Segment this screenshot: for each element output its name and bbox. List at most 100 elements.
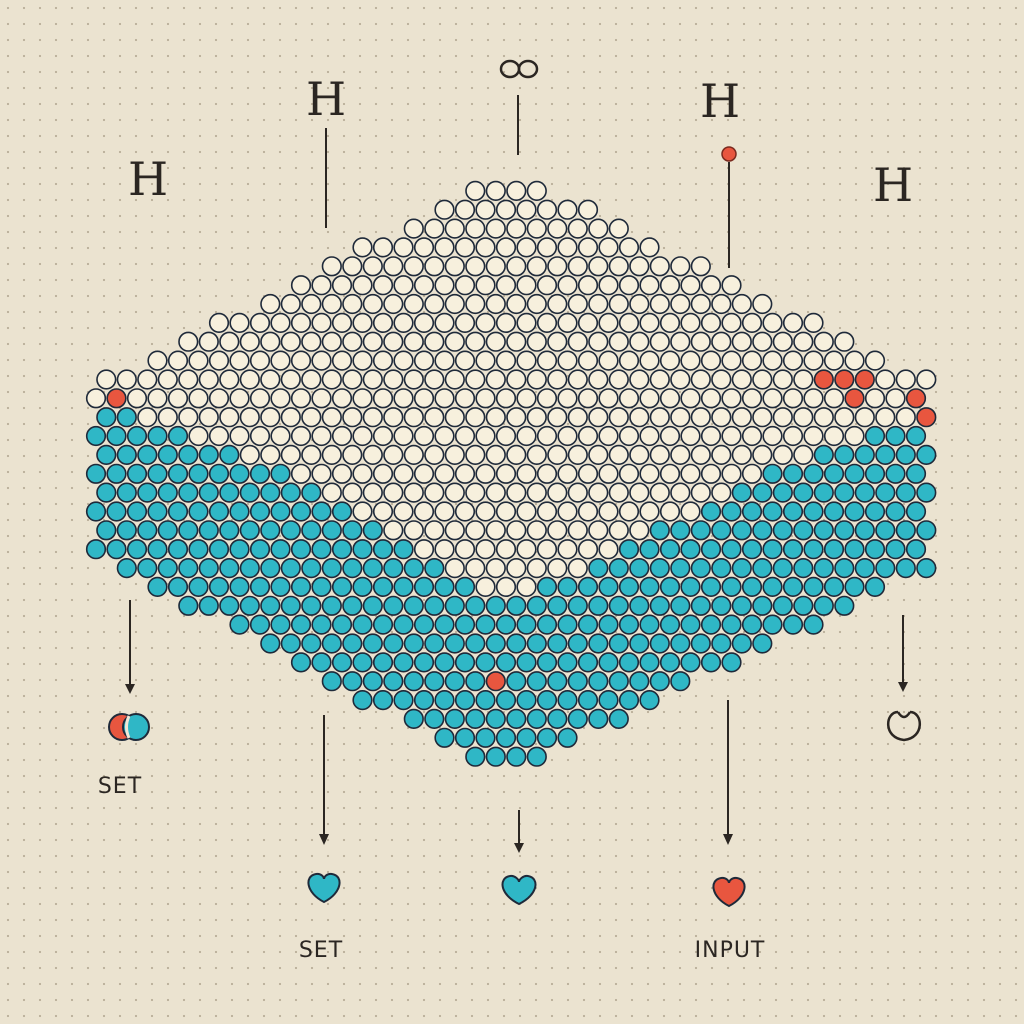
lattice-bead <box>721 501 742 522</box>
lattice-bead <box>137 444 158 466</box>
lattice-bead <box>219 369 240 390</box>
lattice-bead <box>454 689 476 711</box>
lattice-bead <box>670 557 691 579</box>
lattice-bead <box>342 671 363 692</box>
lattice-bead <box>731 633 752 654</box>
lattice-bead <box>649 520 670 541</box>
lattice-bead <box>188 350 209 371</box>
lattice-bead <box>372 576 394 598</box>
lattice-bead <box>311 312 332 334</box>
lattice-bead <box>547 444 568 466</box>
lattice-bead <box>352 539 373 560</box>
lattice-bead <box>239 369 260 390</box>
lattice-bead <box>403 482 424 503</box>
lattice-bead <box>618 576 640 598</box>
lattice-bead <box>567 444 588 466</box>
lattice-bead <box>526 671 547 692</box>
lattice-bead <box>577 425 599 447</box>
lattice-bead <box>588 218 609 239</box>
lattice-bead <box>772 557 793 579</box>
lattice-bead <box>424 671 445 692</box>
lattice-bead <box>454 425 476 447</box>
lattice-bead <box>485 746 506 767</box>
h-glyph-3: H <box>699 74 741 128</box>
lattice-bead <box>752 595 773 616</box>
lattice-bead <box>752 444 773 466</box>
lattice-bead <box>803 576 824 598</box>
lattice-bead <box>813 444 834 466</box>
lattice-bead <box>393 312 414 334</box>
lattice-bead <box>844 388 865 409</box>
lattice-bead <box>280 369 301 390</box>
lattice-bead <box>782 501 804 522</box>
lattice-bead <box>454 388 476 409</box>
lattice-bead <box>85 425 107 447</box>
lattice-bead <box>905 388 927 409</box>
lattice-bead <box>823 463 845 484</box>
lattice-bead <box>413 312 435 334</box>
lattice-bead <box>670 595 691 616</box>
lattice-bead <box>106 501 127 522</box>
lattice-bead <box>557 727 578 748</box>
lattice-bead <box>608 218 629 239</box>
lattice-bead <box>393 463 414 484</box>
lattice-bead <box>342 369 363 390</box>
lattice-bead <box>413 425 435 447</box>
lattice-bead <box>362 331 383 352</box>
lattice-bead <box>598 689 619 711</box>
lattice-bead <box>85 388 107 409</box>
arrowhead-center <box>514 843 524 853</box>
lattice-bead <box>403 444 424 466</box>
lattice-bead <box>577 275 599 296</box>
lattice-bead <box>844 501 865 522</box>
lattice-bead <box>598 425 619 447</box>
lattice-bead <box>649 557 670 579</box>
lattice-bead <box>823 539 845 560</box>
lattice-bead <box>126 388 148 409</box>
lattice-bead <box>475 501 496 522</box>
lattice-bead <box>659 576 681 598</box>
lattice-bead <box>280 520 301 541</box>
lattice-bead <box>495 275 517 296</box>
lattice-bead <box>731 595 752 616</box>
lattice-bead <box>608 407 629 428</box>
lattice-bead <box>208 576 230 598</box>
lattice-bead <box>290 614 312 635</box>
lattice-bead <box>608 256 629 277</box>
lattice-bead <box>782 576 804 598</box>
lattice-bead <box>424 293 445 315</box>
lattice-bead <box>782 463 804 484</box>
lattice-bead <box>741 501 763 522</box>
lattice-bead <box>680 312 701 334</box>
lattice-bead <box>290 539 312 560</box>
lattice-bead <box>475 425 496 447</box>
lattice-bead <box>526 708 547 730</box>
lattice-bead <box>434 614 455 635</box>
lattice-bead <box>331 388 353 409</box>
teal-heart-node-icon <box>307 872 341 904</box>
lattice-bead <box>352 652 373 673</box>
lattice-bead <box>270 614 291 635</box>
lattice-bead <box>536 425 558 447</box>
lattice-bead <box>403 708 424 730</box>
lattice-bead <box>588 256 609 277</box>
bead-lattice <box>85 180 937 767</box>
lattice-bead <box>495 199 517 220</box>
lattice-bead <box>813 482 834 503</box>
lattice-bead <box>362 444 383 466</box>
lattice-bead <box>752 331 773 352</box>
lattice-bead <box>670 482 691 503</box>
lattice-bead <box>260 444 281 466</box>
lattice-bead <box>526 482 547 503</box>
lattice-bead <box>485 218 506 239</box>
lattice-bead <box>454 576 476 598</box>
lattice-bead <box>444 482 465 503</box>
lattice-bead <box>659 614 681 635</box>
lattice-bead <box>608 708 629 730</box>
lattice-bead <box>618 425 640 447</box>
lattice-bead <box>280 595 301 616</box>
lattice-bead <box>536 539 558 560</box>
lattice-bead <box>465 293 486 315</box>
lattice-bead <box>208 388 230 409</box>
lattice-bead <box>178 444 199 466</box>
